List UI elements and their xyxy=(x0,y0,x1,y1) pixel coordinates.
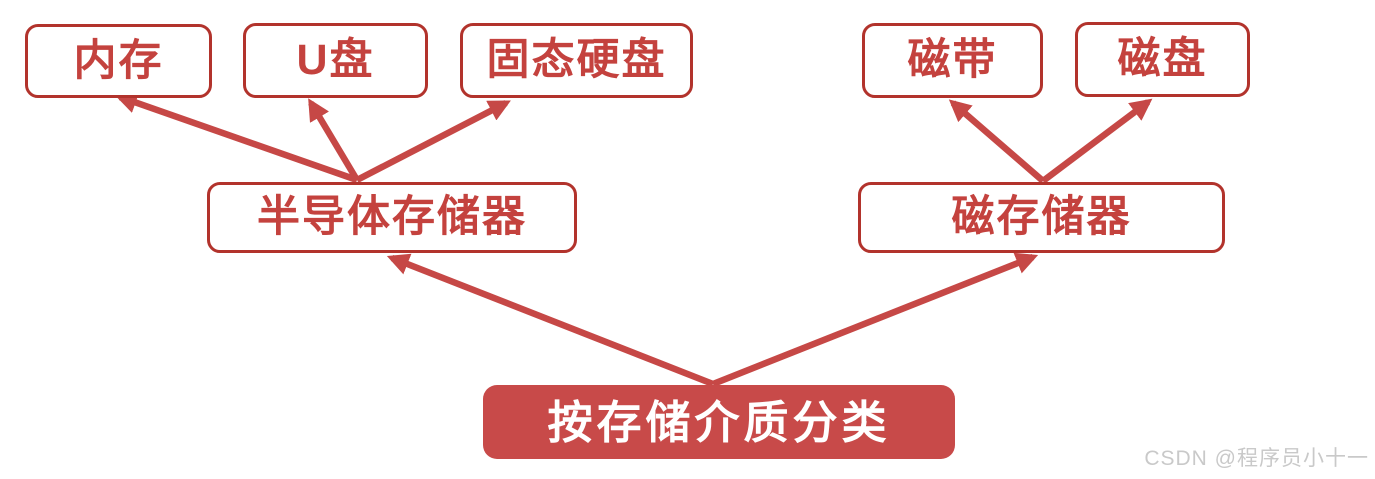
node-usb-drive: U盘 xyxy=(243,23,428,98)
arrow-magnetic-to-tape xyxy=(948,99,1046,184)
arrow-root-to-semiconductor xyxy=(386,253,715,388)
arrow-magnetic-to-disk xyxy=(1041,98,1153,184)
node-semiconductor-storage: 半导体存储器 xyxy=(207,182,577,253)
node-disk: 磁盘 xyxy=(1075,22,1250,97)
arrow-semiconductor-to-usb-drive xyxy=(308,98,360,182)
watermark-text: CSDN @程序员小十一 xyxy=(1144,447,1369,470)
node-tape: 磁带 xyxy=(862,23,1043,98)
node-memory: 内存 xyxy=(25,24,212,98)
arrow-semiconductor-to-ssd xyxy=(355,100,511,183)
node-root-classification: 按存储介质分类 xyxy=(483,385,955,459)
node-ssd: 固态硬盘 xyxy=(460,23,693,98)
arrow-root-to-magnetic xyxy=(711,252,1039,388)
node-magnetic-storage: 磁存储器 xyxy=(858,182,1225,253)
arrow-semiconductor-to-memory xyxy=(114,92,359,184)
